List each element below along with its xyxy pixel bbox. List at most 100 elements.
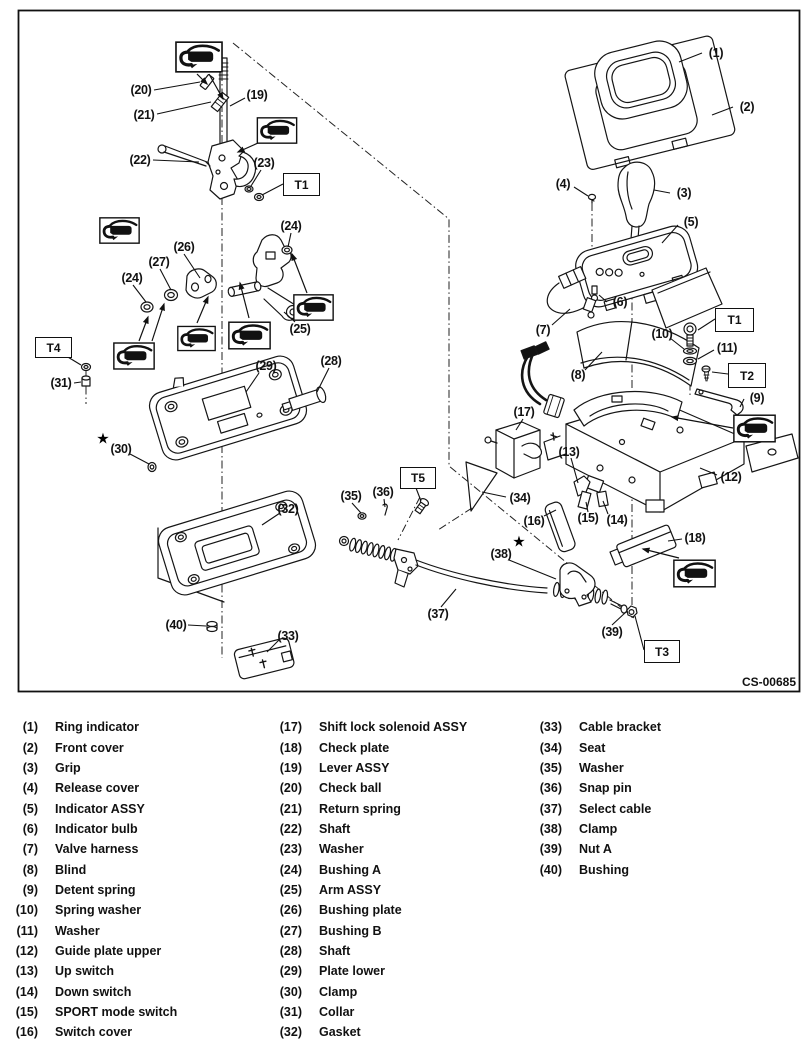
part-sport-switch-drawing: [577, 490, 592, 510]
part-name: Valve harness: [55, 842, 139, 857]
part-guide-plate-upper-drawing: [520, 341, 799, 513]
part-name: Check plate: [319, 740, 390, 755]
part-number: (2): [22, 740, 38, 755]
part-down-switch-drawing: [596, 490, 609, 508]
part-number: (39): [539, 842, 562, 857]
part-t5-bolt-drawing: [414, 498, 430, 515]
part-name: Washer: [319, 842, 364, 857]
part-collar-drawing: [80, 362, 92, 387]
callout-19: (19): [246, 88, 268, 102]
part-indicator-assy-drawing: [575, 225, 723, 329]
part-row: (37)Select cable: [528, 798, 661, 818]
callout-13: (13): [558, 445, 580, 459]
part-washer-35-drawing: [357, 512, 367, 520]
callout-8: (8): [570, 368, 586, 382]
callout-27: (27): [148, 255, 170, 269]
part-name: Indicator ASSY: [55, 801, 145, 816]
part-name: Release cover: [55, 781, 140, 796]
part-number: (31): [279, 1004, 302, 1019]
part-number: (13): [15, 964, 38, 979]
callout-17: (17): [513, 405, 535, 419]
part-nut-a-drawing: [620, 604, 638, 618]
part-name: Bushing A: [319, 862, 382, 877]
part-row: (5)Indicator ASSY: [4, 798, 177, 818]
part-row: (29)Plate lower: [268, 961, 467, 981]
part-cable-bracket-drawing: [233, 637, 295, 680]
callout-14: (14): [606, 513, 628, 527]
grease-icon: [293, 294, 334, 321]
part-name: Cable bracket: [579, 720, 661, 735]
part-spring-washer-stack-drawing: [682, 322, 698, 366]
callout-20: (20): [130, 83, 152, 97]
part-name: Return spring: [319, 801, 401, 816]
part-name: Arm ASSY: [319, 882, 382, 897]
part-name: Washer: [579, 760, 624, 775]
part-shift-lock-solenoid-drawing: [484, 421, 558, 479]
part-name: SPORT mode switch: [55, 1004, 178, 1019]
part-shaft-28-drawing: [281, 386, 327, 411]
tool-ref-t3: T3: [644, 640, 680, 663]
part-number: (35): [539, 760, 562, 775]
part-return-spring-drawing: [210, 91, 230, 113]
callout-37: (37): [427, 607, 449, 621]
part-name: Bushing plate: [319, 903, 402, 918]
grease-icon: [673, 559, 716, 588]
callout-6: (6): [612, 295, 628, 309]
part-bushing-plate-drawing: [185, 268, 217, 299]
part-number: (10): [15, 903, 38, 918]
part-ring-indicator-drawing: [594, 40, 688, 120]
part-number: (16): [15, 1025, 38, 1040]
callout-38: (38): [490, 547, 512, 561]
part-row: (26) Bushing plate: [268, 900, 467, 920]
part-number: (22): [279, 821, 302, 836]
part-grip-drawing: [617, 161, 656, 240]
tool-ref-t4: T4: [35, 337, 72, 358]
part-detent-spring-drawing: [694, 388, 744, 416]
part-name: Clamp: [579, 821, 618, 836]
exploded-diagram-artwork: [17, 9, 801, 693]
part-name: Indicator bulb: [55, 821, 138, 836]
tool-ref-t5: T5: [400, 467, 436, 489]
part-number: (26): [279, 903, 302, 918]
callout-39: (39): [601, 625, 623, 639]
part-number: (9): [22, 882, 38, 897]
part-row: (16)Switch cover: [4, 1022, 177, 1042]
part-bushing-b-drawing: [163, 288, 179, 302]
callout-40: (40): [165, 618, 187, 632]
part-number: (38): [539, 821, 562, 836]
part-row: (31) Collar: [268, 1002, 467, 1022]
part-check-plate-drawing: [609, 524, 677, 568]
part-name: Collar: [319, 1004, 355, 1019]
part-row: (17)Shift lock solenoid ASSY: [268, 717, 467, 737]
part-row: (36)Snap pin: [528, 778, 661, 798]
part-name: Shaft: [319, 821, 351, 836]
part-row: (4)Release cover: [4, 778, 177, 798]
part-number: (28): [279, 943, 302, 958]
part-name: Nut A: [579, 842, 612, 857]
parts-list-column-2: (17)Shift lock solenoid ASSY (18)Check p…: [268, 717, 467, 1043]
part-name: Shaft: [319, 943, 351, 958]
part-row: (11)Washer: [4, 920, 177, 940]
part-number: (40): [539, 862, 562, 877]
callout-9: (9): [749, 391, 765, 405]
callout-2: (2): [739, 100, 755, 114]
part-number: (12): [15, 943, 38, 958]
part-row: (10)Spring washer: [4, 900, 177, 920]
grease-icon: [228, 320, 271, 351]
part-row: (9)Detent spring: [4, 880, 177, 900]
part-number: (8): [22, 862, 38, 877]
part-row: (24)Bushing A: [268, 859, 467, 879]
part-row: (14)Down switch: [4, 981, 177, 1001]
part-clamp-38-drawing: [559, 562, 596, 607]
callout-1: (1): [708, 46, 724, 60]
parts-list-column-3: (33)Cable bracket (34)Seat (35)Washer (3…: [528, 717, 661, 880]
part-washer-23-drawing: [244, 185, 265, 202]
part-number: (27): [279, 923, 302, 938]
callout-29: (29): [255, 359, 277, 373]
part-name: Front cover: [55, 740, 124, 755]
grease-icon: [113, 342, 155, 370]
part-row: (33)Cable bracket: [528, 717, 661, 737]
callout-33: (33): [277, 629, 299, 643]
callout-34: (34): [509, 491, 531, 505]
part-name: Seat: [579, 740, 606, 755]
